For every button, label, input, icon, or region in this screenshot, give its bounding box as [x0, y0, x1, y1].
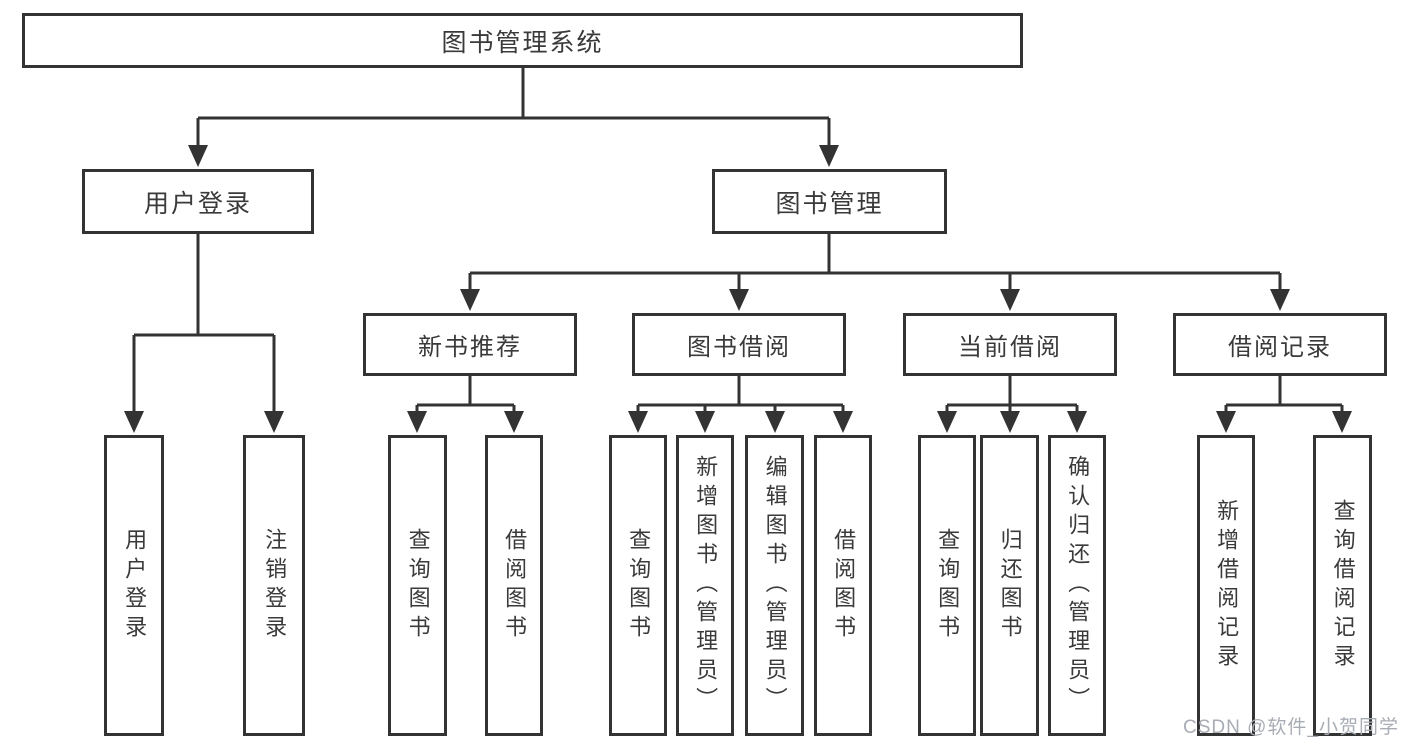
node-leaf-return-book: 归还图书: [980, 435, 1039, 736]
csdn-watermark: CSDN @软件_小贺同学: [1183, 717, 1399, 738]
node-leaf-query-book-2-label: 查询图书: [626, 527, 652, 644]
node-new-books: 新书推荐: [363, 313, 577, 376]
node-leaf-add-book-label: 新增图书（管理员）: [693, 455, 719, 716]
node-book-borrow: 图书借阅: [632, 313, 846, 376]
node-leaf-query-book-3-label: 查询图书: [935, 527, 961, 644]
node-leaf-borrow-book-1: 借阅图书: [485, 435, 543, 736]
node-leaf-user-login: 用户登录: [104, 435, 164, 736]
node-user-login-label: 用户登录: [143, 189, 252, 218]
node-leaf-query-book-1-label: 查询图书: [405, 527, 431, 644]
node-book-mgmt: 图书管理: [712, 169, 947, 234]
node-leaf-confirm-return-label: 确认归还（管理员）: [1065, 455, 1091, 716]
node-leaf-borrow-book-1-label: 借阅图书: [502, 527, 528, 644]
node-leaf-edit-book: 编辑图书（管理员）: [745, 435, 804, 736]
node-leaf-user-login-label: 用户登录: [122, 527, 148, 644]
node-borrow-records-label: 借阅记录: [1228, 334, 1332, 361]
node-book-mgmt-label: 图书管理: [775, 189, 884, 218]
node-new-books-label: 新书推荐: [418, 334, 522, 361]
node-leaf-add-book: 新增图书（管理员）: [676, 435, 734, 736]
node-leaf-borrow-book-2: 借阅图书: [814, 435, 872, 736]
node-current-borrow: 当前借阅: [903, 313, 1117, 376]
node-book-borrow-label: 图书借阅: [687, 334, 791, 361]
node-root-label: 图书管理系统: [441, 28, 604, 57]
node-leaf-logout-label: 注销登录: [262, 527, 288, 644]
node-leaf-borrow-book-2-label: 借阅图书: [831, 527, 857, 644]
node-leaf-query-book-3: 查询图书: [918, 435, 976, 736]
node-leaf-query-book-1: 查询图书: [388, 435, 447, 736]
node-leaf-query-borrow-record-label: 查询借阅记录: [1330, 498, 1356, 673]
node-leaf-query-book-2: 查询图书: [609, 435, 667, 736]
node-leaf-query-borrow-record: 查询借阅记录: [1313, 435, 1372, 736]
node-leaf-add-borrow-record-label: 新增借阅记录: [1214, 498, 1240, 673]
node-leaf-logout: 注销登录: [243, 435, 305, 736]
node-borrow-records: 借阅记录: [1173, 313, 1387, 376]
node-leaf-edit-book-label: 编辑图书（管理员）: [762, 455, 788, 716]
node-leaf-add-borrow-record: 新增借阅记录: [1197, 435, 1255, 736]
node-leaf-return-book-label: 归还图书: [997, 527, 1023, 644]
node-current-borrow-label: 当前借阅: [958, 334, 1062, 361]
node-root: 图书管理系统: [22, 13, 1023, 68]
node-leaf-confirm-return: 确认归还（管理员）: [1048, 435, 1106, 736]
node-user-login: 用户登录: [82, 169, 314, 234]
